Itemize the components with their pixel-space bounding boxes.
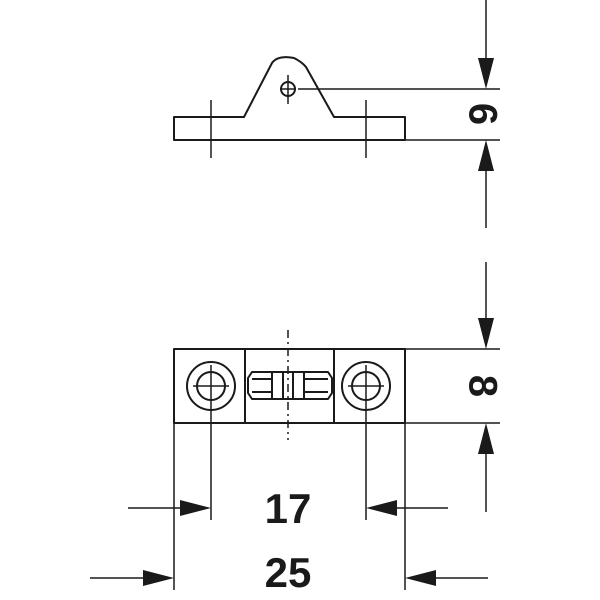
overall-arrow-right [405, 570, 436, 586]
spacing-arrow-right [366, 500, 397, 516]
hole-spacing-label: 17 [265, 485, 312, 532]
side-height-arrow-top [478, 58, 494, 89]
side-view-profile [173, 56, 406, 141]
top-height-arrow-bottom [478, 423, 494, 454]
side-view: 6 [173, 0, 504, 228]
side-height-label: 6 [460, 103, 504, 125]
catch-mechanism [247, 371, 333, 400]
top-view-body [173, 348, 406, 424]
spacing-arrow-left [180, 500, 211, 516]
top-height-label: 8 [460, 375, 504, 397]
overall-arrow-left [143, 570, 174, 586]
top-view: 8 17 25 [90, 262, 504, 596]
side-height-arrow-bottom [478, 140, 494, 171]
top-height-arrow-top [478, 318, 494, 349]
overall-length-label: 25 [265, 549, 312, 596]
